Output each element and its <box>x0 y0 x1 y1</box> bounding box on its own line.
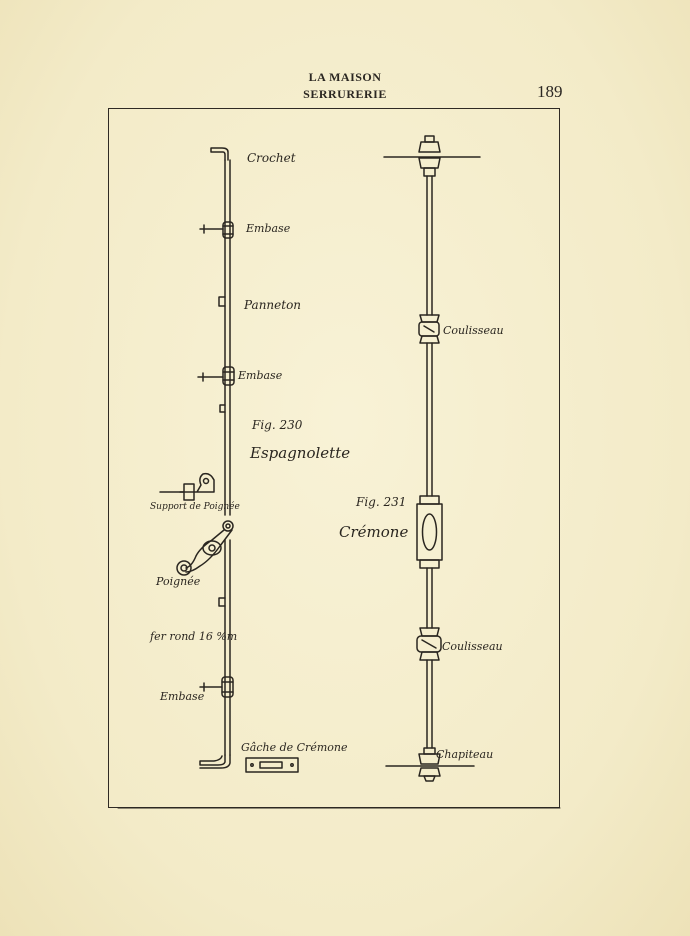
figure-230-title: Espagnolette <box>250 444 351 462</box>
label-coulisseau-bottom: Coulisseau <box>442 640 503 653</box>
label-fer-rond: fer rond 16 %m <box>150 630 238 643</box>
label-support-de-poignee: Support de Poignée <box>150 502 240 512</box>
label-gache-de-cremone: Gâche de Crémone <box>241 741 348 754</box>
cremone-drawing <box>383 135 481 782</box>
label-chapiteau: Chapiteau <box>436 748 494 761</box>
page-number: 189 <box>537 82 563 101</box>
running-head-line-1: LA MAISON <box>308 70 382 84</box>
label-poignee: Poignée <box>156 575 201 588</box>
label-crochet: Crochet <box>247 151 296 165</box>
label-embase-bottom: Embase <box>160 690 205 703</box>
label-panneton: Panneton <box>244 298 302 312</box>
espagnolette-drawing <box>159 147 299 773</box>
label-coulisseau-top: Coulisseau <box>443 324 504 337</box>
figure-231-number: Fig. 231 <box>356 495 407 509</box>
figure-230-number: Fig. 230 <box>252 418 303 432</box>
running-head-line-2: SERRURERIE <box>303 87 387 101</box>
figure-231-title: Crémone <box>339 523 409 541</box>
label-embase-mid: Embase <box>238 369 283 382</box>
label-embase-top: Embase <box>246 222 291 235</box>
